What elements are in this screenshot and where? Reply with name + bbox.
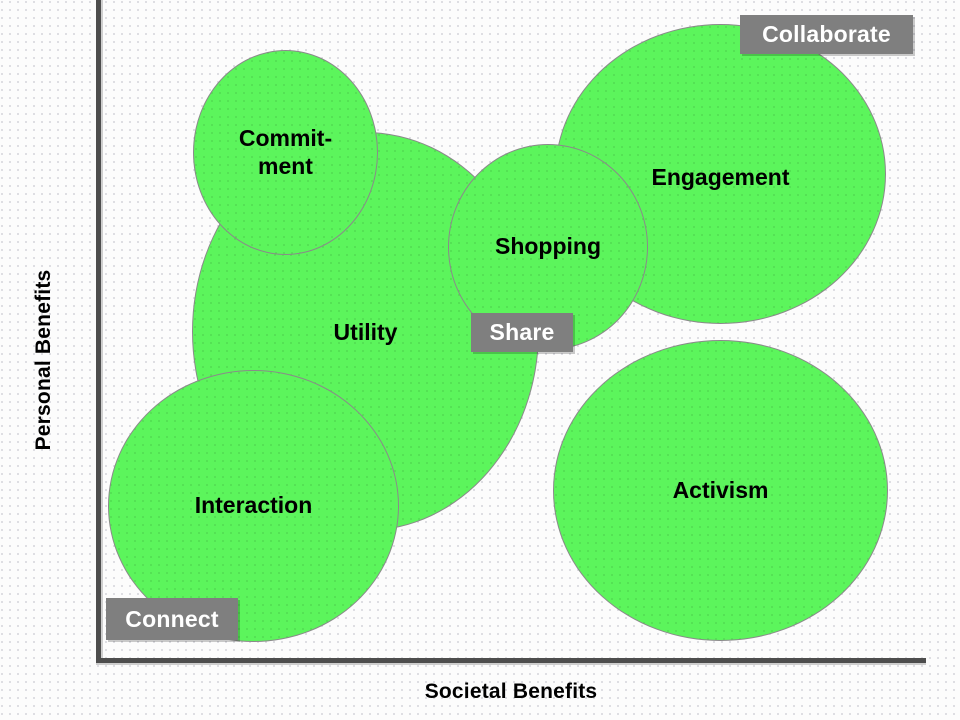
bubble-label-shopping: Shopping <box>494 233 602 260</box>
y-axis-title: Personal Benefits <box>32 269 55 451</box>
bubble-activism[interactable]: Activism <box>553 340 888 641</box>
bubble-label-activism: Activism <box>672 476 769 503</box>
tag-connect[interactable]: Connect <box>106 598 238 640</box>
tag-label-connect: Connect <box>125 605 219 632</box>
tag-share[interactable]: Share <box>471 313 573 352</box>
bubble-label-commitment: Commit- ment <box>238 125 333 179</box>
tag-label-collaborate: Collaborate <box>762 21 891 47</box>
bubble-commitment[interactable]: Commit- ment <box>193 50 378 255</box>
bubble-label-engagement: Engagement <box>651 164 790 191</box>
bubble-label-interaction: Interaction <box>194 492 313 519</box>
y-axis-line <box>96 0 101 663</box>
tag-label-share: Share <box>489 319 555 345</box>
bubble-label-utility: Utility <box>333 318 398 345</box>
tag-collaborate[interactable]: Collaborate <box>740 15 913 54</box>
x-axis-line <box>96 658 926 663</box>
x-axis-title: Societal Benefits <box>424 680 598 703</box>
